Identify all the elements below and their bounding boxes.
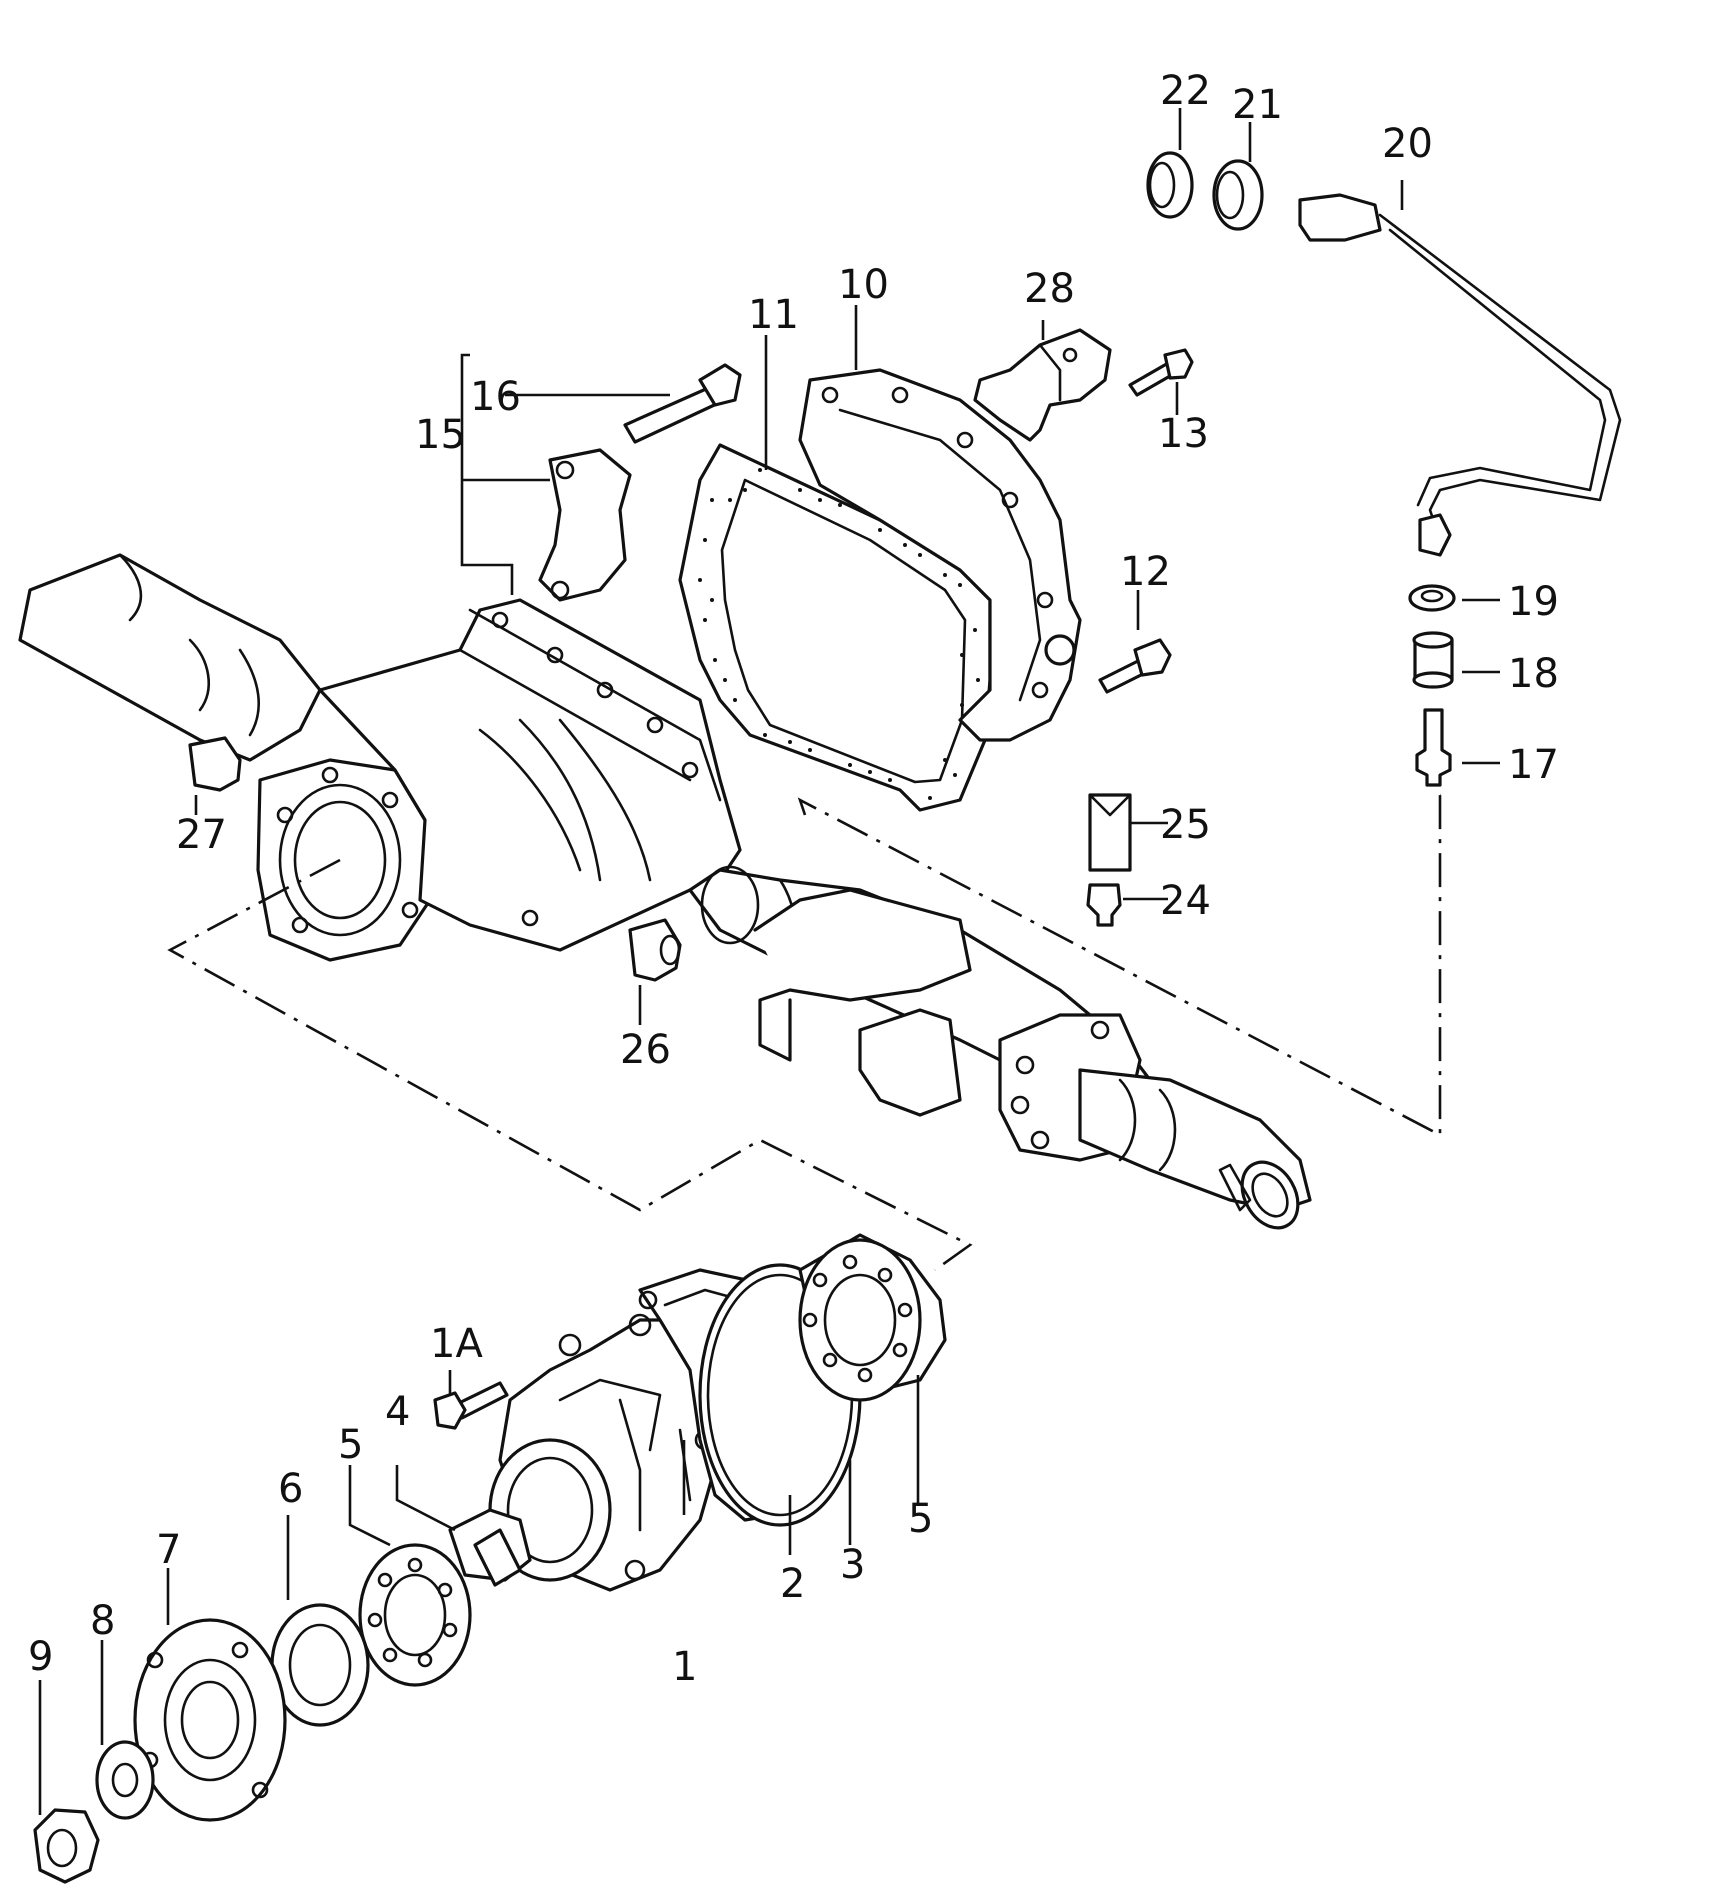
label-part-12: 12 xyxy=(1120,549,1171,595)
label-part-6: 6 xyxy=(278,1466,303,1512)
bolt-16 xyxy=(623,363,742,444)
bolt-13 xyxy=(1128,348,1194,397)
mounting-bracket xyxy=(973,328,1112,442)
label-part-8: 8 xyxy=(90,1598,115,1644)
label-part-10: 10 xyxy=(838,262,889,308)
label-part-4: 4 xyxy=(385,1389,410,1435)
label-part-20: 20 xyxy=(1382,121,1433,167)
label-part-27: 27 xyxy=(176,812,227,858)
bolt-1a xyxy=(433,1381,509,1430)
assembly-reference-lines xyxy=(167,795,1442,1272)
label-part-9: 9 xyxy=(28,1634,53,1680)
label-part-2: 2 xyxy=(780,1561,805,1607)
flange-nut xyxy=(33,1808,100,1884)
label-part-26: 26 xyxy=(620,1027,671,1073)
drive-flange xyxy=(133,1618,287,1822)
leader-lines xyxy=(38,108,1500,1815)
vent-hose xyxy=(1298,193,1622,557)
taper-bearing-lower xyxy=(358,1543,472,1687)
oil-seal xyxy=(270,1603,370,1727)
label-part-18: 18 xyxy=(1508,651,1559,697)
label-part-24: 24 xyxy=(1160,878,1211,924)
label-part-28: 28 xyxy=(1024,266,1075,312)
axle-housing xyxy=(18,553,1312,1230)
label-part-19: 19 xyxy=(1508,579,1559,625)
label-part-11: 11 xyxy=(748,292,799,338)
label-part-25: 25 xyxy=(1160,802,1211,848)
washer xyxy=(95,1740,155,1820)
differential-cover xyxy=(798,368,1082,742)
label-part-22: 22 xyxy=(1160,68,1211,114)
bolt-12 xyxy=(1098,638,1172,694)
clamp-cap xyxy=(538,448,632,602)
label-part-15: 15 xyxy=(415,412,466,458)
taper-bearing-upper xyxy=(798,1233,947,1402)
label-part-7: 7 xyxy=(156,1527,181,1573)
label-part-5-right: 5 xyxy=(908,1496,933,1542)
label-part-17: 17 xyxy=(1508,742,1559,788)
label-part-5-left: 5 xyxy=(338,1422,363,1468)
label-part-1a: 1A xyxy=(430,1321,483,1367)
label-part-16: 16 xyxy=(470,374,521,420)
label-part-13: 13 xyxy=(1158,411,1209,457)
label-part-1: 1 xyxy=(672,1644,697,1690)
label-part-21: 21 xyxy=(1232,82,1283,128)
part-number-labels: 1 1A 2 3 4 5 5 6 7 8 9 10 11 12 13 15 16… xyxy=(28,68,1559,1690)
label-part-3: 3 xyxy=(840,1542,865,1588)
pinion-shaft xyxy=(448,1508,532,1587)
small-parts-column xyxy=(188,151,1456,982)
